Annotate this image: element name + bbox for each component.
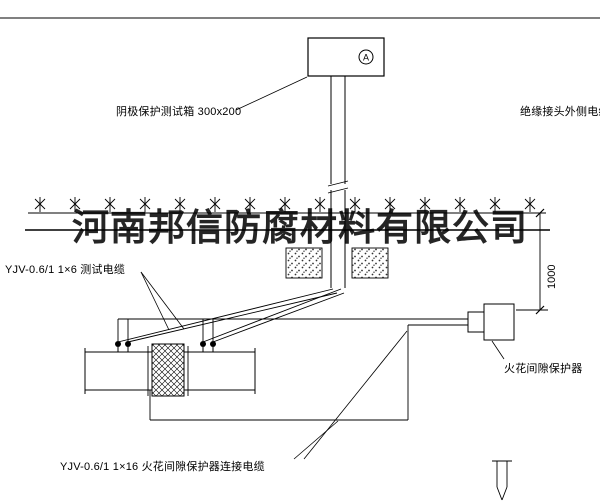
test-box xyxy=(307,37,385,77)
foundation-left xyxy=(285,247,323,279)
dimension-1000 xyxy=(516,208,548,315)
insulating-joint xyxy=(147,343,189,397)
meter-circle xyxy=(358,49,374,65)
foundation-right xyxy=(351,247,389,279)
test-box-label: 阴极保护测试箱 300x200 xyxy=(116,106,242,118)
spark-gap-leader-line xyxy=(491,340,505,360)
spark-gap-cable-label: YJV-0.6/1 1×16 火花间隙保护器连接电缆 xyxy=(60,461,265,473)
meter-symbol: A xyxy=(363,53,369,63)
spark-gap-protector xyxy=(467,303,515,341)
test-cable-label: YJV-0.6/1 1×6 测试电缆 xyxy=(5,264,126,276)
conduit-post xyxy=(327,76,349,288)
electrode-symbol xyxy=(492,460,512,501)
grass-marks xyxy=(34,196,536,213)
test-cable-leader-lines xyxy=(140,271,185,331)
spark-gap-protector-label: 火花间隙保护器 xyxy=(504,363,583,375)
cable-weld-bolts xyxy=(115,341,216,347)
test-box-leader-line xyxy=(235,76,308,111)
dimension-text: 1000 xyxy=(546,264,558,289)
cable-weld-stems xyxy=(117,347,214,352)
spark-cable-leader-lines xyxy=(293,330,408,460)
outer-cable-label: 绝缘接头外侧电缆 xyxy=(520,106,600,118)
spark-gap-cables xyxy=(117,318,468,421)
test-cable-lines xyxy=(117,288,345,343)
